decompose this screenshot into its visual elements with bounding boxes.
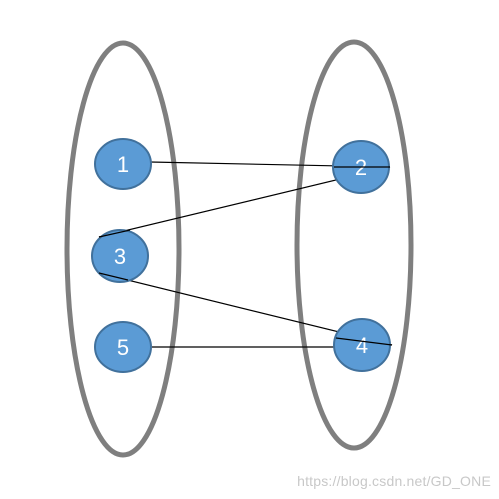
node-1: 1 — [94, 138, 152, 190]
node-3-label: 3 — [114, 244, 126, 269]
edge-3-4-overlay — [335, 337, 393, 346]
left-vertex-set-ellipse — [64, 40, 182, 458]
node-4: 4 — [333, 318, 391, 372]
node-4-label: 4 — [356, 333, 368, 358]
node-5: 5 — [94, 321, 152, 373]
edge-3-4-start-overlay — [98, 272, 129, 281]
watermark-url: https://blog.csdn.net/GD_ONE — [297, 473, 491, 489]
node-1-label: 1 — [117, 152, 129, 177]
edge-3-2-overlay — [98, 229, 131, 238]
right-vertex-set-ellipse — [294, 39, 414, 451]
node-3: 3 — [91, 229, 149, 283]
node-5-label: 5 — [117, 335, 129, 360]
